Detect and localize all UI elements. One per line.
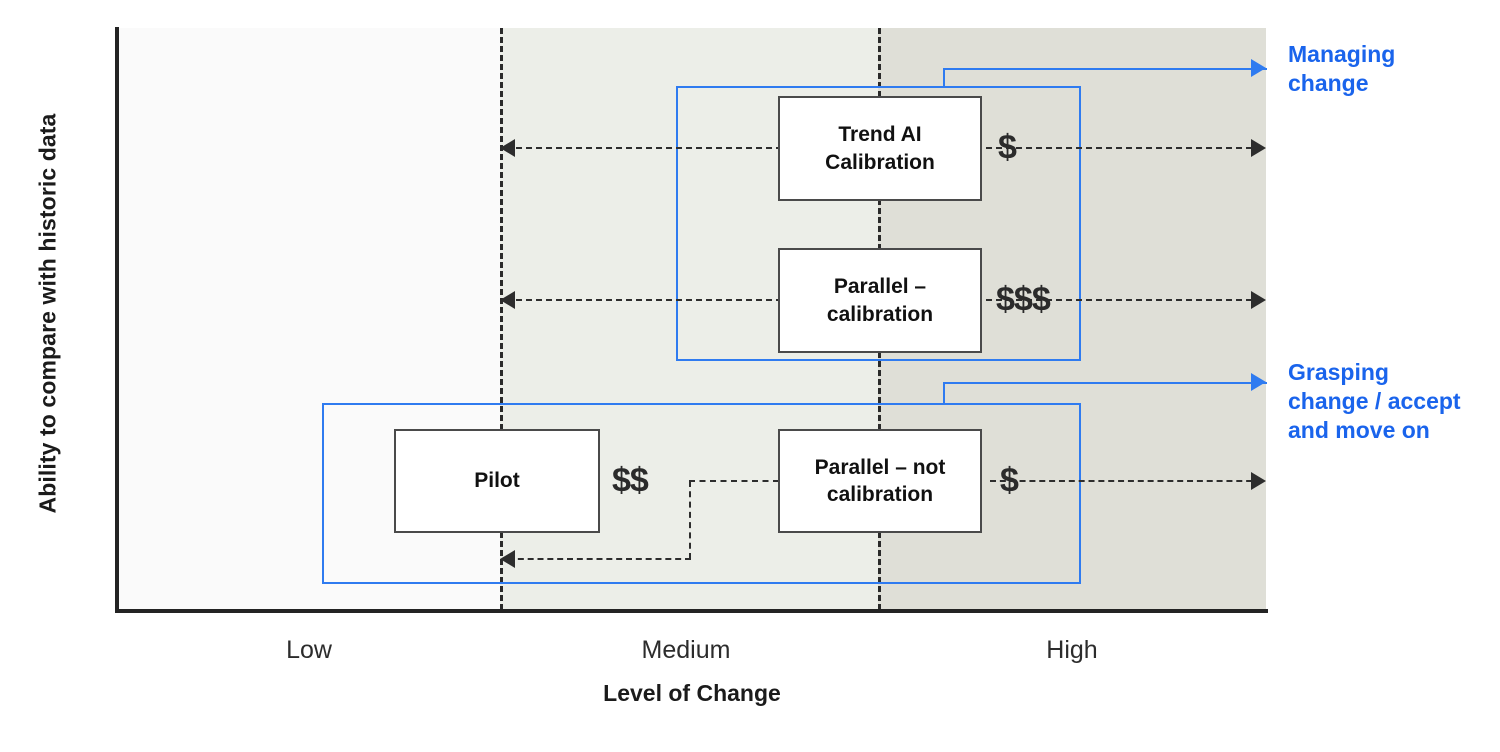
caption-grasping-change-line3: and move on	[1288, 416, 1430, 443]
x-tick-high: High	[1046, 636, 1098, 664]
span-arrowhead-left-parallel-calibration	[500, 291, 515, 309]
feedback-arrowhead	[500, 550, 515, 568]
feedback-arrow-vertical-segment	[689, 481, 691, 559]
node-label-pilot: Pilot	[474, 469, 520, 493]
caption-grasping-change: Grasping change / accept and move on	[1288, 358, 1500, 445]
y-axis-title: Ability to compare with historic data	[34, 113, 61, 514]
x-axis-title: Level of Change	[603, 680, 781, 706]
feedback-arrow-top-segment	[689, 480, 779, 482]
x-tick-medium: Medium	[641, 636, 731, 664]
caption-managing-change: Managing change	[1288, 40, 1500, 98]
caption-managing-change-line2: change	[1288, 69, 1369, 96]
span-arrowhead-left-trend-ai	[500, 139, 515, 157]
node-label-parallel-not-calibration: Parallel – not calibration	[815, 454, 946, 509]
node-label-trend-ai-line2: Calibration	[825, 150, 935, 174]
group-rect-managing-change	[676, 86, 1081, 361]
cost-parallel-calibration: $$$	[996, 280, 1051, 319]
cost-pilot: $$	[612, 461, 649, 500]
node-box-parallel-calibration[interactable]: Parallel – calibration	[778, 248, 982, 353]
node-label-trend-ai: Trend AI Calibration	[825, 121, 935, 176]
group-rect-grasping-change	[322, 403, 1081, 584]
node-box-parallel-not-calibration[interactable]: Parallel – not calibration	[778, 429, 982, 533]
node-label-parallel-calibration-line2: calibration	[826, 302, 934, 326]
node-label-parallel-not-calibration-line2: calibration	[826, 483, 934, 506]
span-arrowhead-right-parallel-not-calibration	[1251, 472, 1266, 490]
caption-grasping-change-line2: change / accept	[1288, 387, 1461, 414]
node-box-trend-ai-calibration[interactable]: Trend AI Calibration	[778, 96, 982, 201]
group-arrowhead-managing-change	[1251, 59, 1266, 77]
x-tick-low: Low	[286, 636, 332, 664]
node-label-parallel-calibration-line1: Parallel –	[833, 275, 927, 299]
y-axis-line	[115, 27, 119, 612]
caption-grasping-change-line1: Grasping	[1288, 359, 1389, 385]
caption-managing-change-line1: Managing	[1288, 41, 1396, 67]
cost-trend-ai: $	[998, 128, 1017, 167]
group-arrowhead-grasping-change	[1251, 373, 1266, 391]
node-label-parallel-calibration: Parallel – calibration	[827, 273, 933, 328]
plot-area: Trend AI Calibration $ Parallel – calibr…	[118, 28, 1267, 610]
cost-parallel-not-calibration: $	[1000, 461, 1019, 500]
divider-low-medium	[500, 28, 503, 610]
x-axis-line	[115, 609, 1268, 613]
span-arrowhead-right-parallel-calibration	[1251, 291, 1266, 309]
feedback-arrow-bottom-segment	[508, 558, 691, 560]
node-label-trend-ai-line1: Trend AI	[838, 123, 922, 147]
span-arrowhead-right-trend-ai	[1251, 139, 1266, 157]
node-box-pilot[interactable]: Pilot	[394, 429, 600, 533]
span-arrow-parallel-not-calibration-right	[990, 480, 1262, 482]
node-label-parallel-not-calibration-line1: Parallel – not	[814, 455, 946, 479]
